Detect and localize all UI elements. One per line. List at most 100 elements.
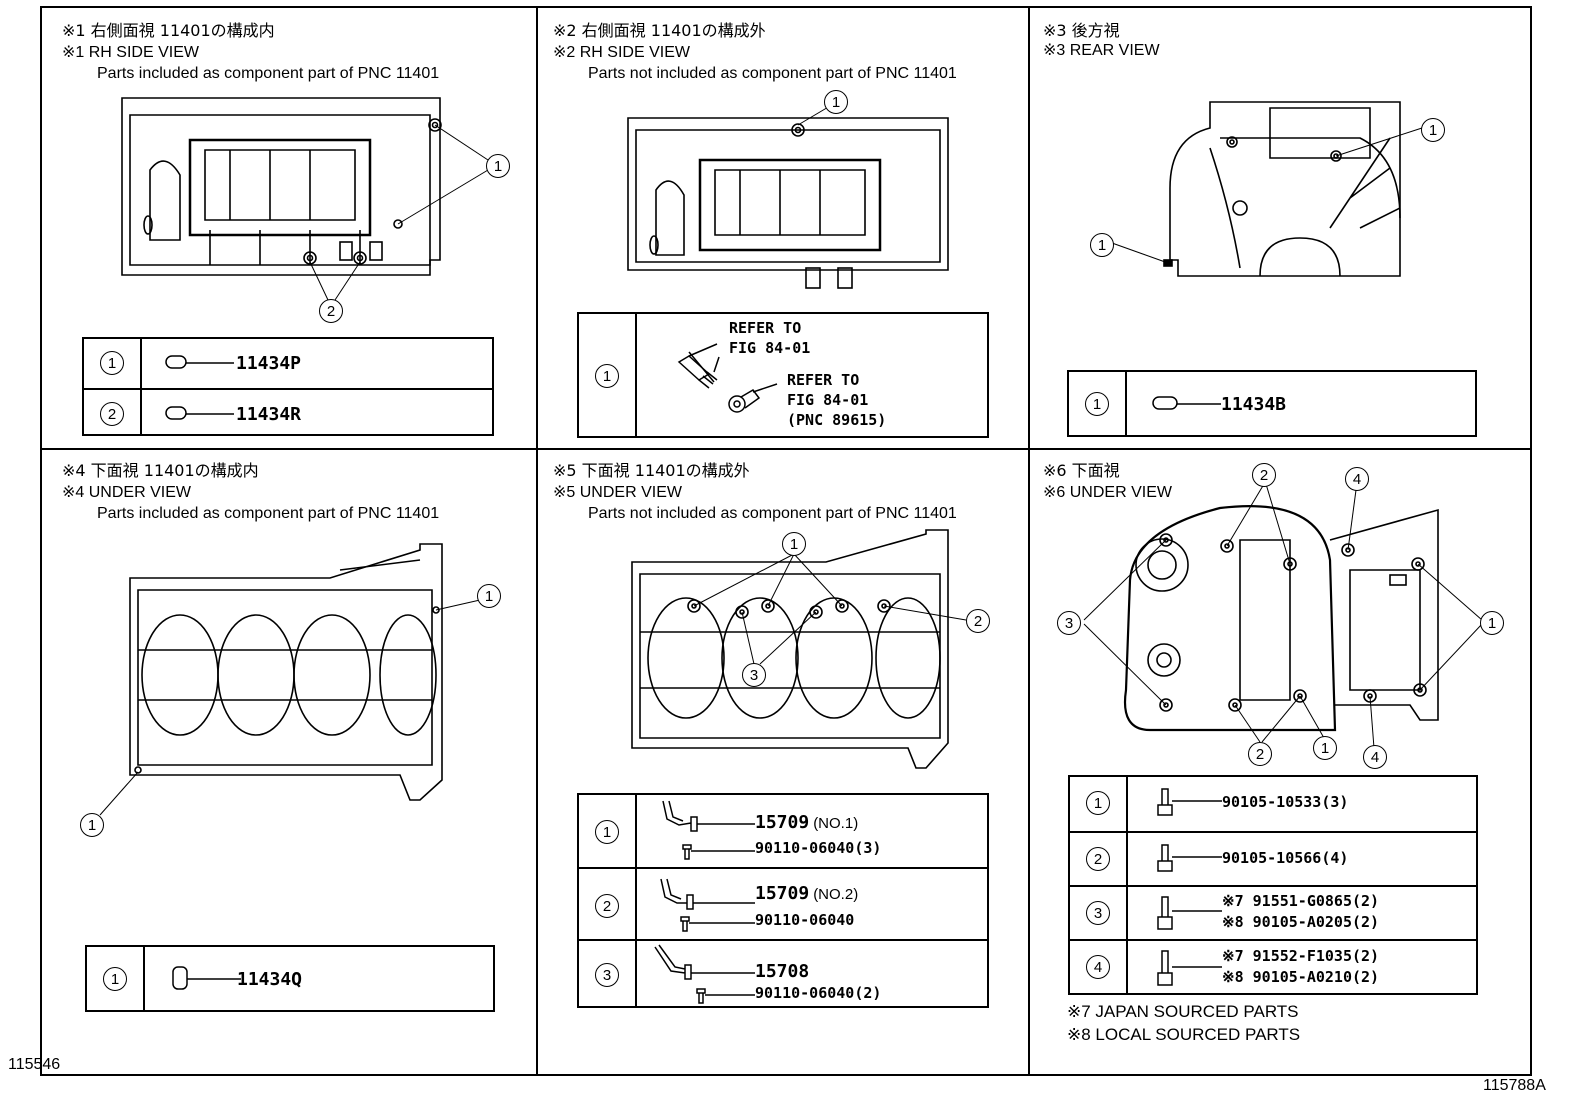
callout-1: 1 (1090, 233, 1114, 257)
table-row: 1 11434Q (87, 947, 493, 1010)
row-number: 1 (1086, 791, 1110, 815)
panel-5-note: Parts not included as component part of … (588, 505, 957, 522)
panel-3-title: ※3 後方視 (1043, 21, 1120, 40)
part-number-japan[interactable]: ※7 91551-G0865(2) (1222, 892, 1380, 910)
panel-6-drawing (1083, 483, 1483, 749)
panel-2-view: ※2 RH SIDE VIEW (553, 44, 690, 61)
sub-part-number[interactable]: 90110-06040(2) (755, 984, 882, 1002)
bolt-sensor-icon (677, 343, 778, 413)
row-number: 3 (595, 963, 619, 987)
callout-2: 2 (966, 609, 990, 633)
sub-part-number[interactable]: 90110-06040 (755, 911, 855, 929)
footnote-japan: ※7 JAPAN SOURCED PARTS (1067, 1002, 1299, 1021)
part-number[interactable]: 11434Q (237, 969, 303, 990)
table-row: 2 15709(NO.2) 90110-06040 (579, 867, 987, 939)
part-number[interactable]: 15708 (755, 961, 810, 982)
panel-4-parts-table: 1 11434Q (85, 945, 495, 1012)
callout-2: 2 (319, 299, 343, 323)
oil-jet-icon (654, 944, 755, 1004)
panel-5-title: ※5 下面視 11401の構成外 (553, 461, 750, 480)
pin-icon (172, 966, 241, 990)
callout-2: 2 (1248, 742, 1272, 766)
bolt-icon (1157, 896, 1222, 930)
row-number: 2 (1086, 847, 1110, 871)
grid-divider (40, 448, 1532, 450)
callout-4: 4 (1363, 745, 1387, 769)
panel-1-note: Parts included as component part of PNC … (97, 65, 440, 82)
oil-jet-icon (662, 800, 755, 860)
bolt-icon (1157, 844, 1222, 872)
part-number[interactable]: 90105-10533(3) (1222, 793, 1349, 811)
panel-1-title: ※1 右側面視 11401の構成内 (62, 21, 275, 40)
table-row: 3 ※7 91551-G0865(2) ※8 90105-A0205(2) (1070, 885, 1476, 939)
callout-1: 1 (1480, 611, 1504, 635)
callout-1: 1 (486, 154, 510, 178)
panel-5-view: ※5 UNDER VIEW (553, 484, 682, 501)
row-number: 1 (595, 364, 619, 388)
panel-6-title: ※6 下面視 (1043, 461, 1120, 480)
panel-6-view: ※6 UNDER VIEW (1043, 484, 1172, 501)
table-row: 4 ※7 91552-F1035(2) ※8 90105-A0210(2) (1070, 939, 1476, 993)
table-row: 1 11434P (84, 339, 492, 388)
panel-5-parts-table: 1 15709(NO.1) 90110-06040(3) 2 15709(NO.… (577, 793, 989, 1008)
footnote-local: ※8 LOCAL SOURCED PARTS (1067, 1025, 1301, 1044)
pin-icon (1152, 396, 1221, 410)
callout-1: 1 (477, 584, 501, 608)
panel-3-view: ※3 REAR VIEW (1043, 42, 1160, 59)
part-number[interactable]: 15709(NO.2) (755, 883, 859, 904)
panel-2-note: Parts not included as component part of … (588, 65, 957, 82)
bolt-icon (1157, 788, 1222, 816)
table-row: 1 90105-10533(3) (1070, 777, 1476, 831)
callout-2: 2 (1252, 463, 1276, 487)
part-number[interactable]: 11434B (1221, 394, 1287, 415)
row-number: 1 (1085, 392, 1109, 416)
panel-4-note: Parts included as component part of PNC … (97, 505, 440, 522)
part-number[interactable]: 15709(NO.1) (755, 812, 859, 833)
callout-1: 1 (824, 90, 848, 114)
panel-4-view: ※4 UNDER VIEW (62, 484, 191, 501)
pin-icon (165, 406, 234, 420)
part-number[interactable]: 11434P (236, 353, 302, 374)
oil-jet-icon (660, 878, 755, 932)
sub-part-number[interactable]: 90110-06040(3) (755, 839, 882, 857)
row-number: 1 (103, 967, 127, 991)
part-number[interactable]: 11434R (236, 404, 302, 425)
diagram-frame (40, 6, 1532, 1076)
grid-divider (1028, 6, 1030, 1076)
panel-1-drawing (121, 97, 489, 301)
part-number-local[interactable]: ※8 90105-A0210(2) (1222, 968, 1380, 986)
callout-1: 1 (1313, 736, 1337, 760)
callout-1: 1 (782, 532, 806, 556)
row-number: 3 (1086, 901, 1110, 925)
panel-6-parts-table: 1 90105-10533(3) 2 90105-10566(4) 3 ※7 9… (1068, 775, 1478, 995)
part-number-japan[interactable]: ※7 91552-F1035(2) (1222, 947, 1380, 965)
callout-3: 3 (742, 663, 766, 687)
panel-5-drawing (631, 529, 967, 769)
callout-3: 3 (1057, 611, 1081, 635)
row-number: 2 (595, 894, 619, 918)
part-number[interactable]: 90105-10566(4) (1222, 849, 1349, 867)
panel-3-parts-table: 1 11434B (1067, 370, 1477, 437)
illustration-code-left: 115546 (8, 1056, 61, 1073)
panel-1-view: ※1 RH SIDE VIEW (62, 44, 199, 61)
grid-divider (536, 6, 538, 1076)
illustration-code-right: 115788A (1483, 1077, 1546, 1094)
panel-2-title: ※2 右側面視 11401の構成外 (553, 21, 766, 40)
callout-1: 1 (1421, 118, 1445, 142)
panel-4-drawing (99, 543, 481, 816)
panel-1-parts-table: 1 11434P 2 11434R (82, 337, 494, 436)
table-row: 1 11434B (1069, 372, 1475, 435)
callout-1: 1 (80, 813, 104, 837)
table-row: 2 90105-10566(4) (1070, 831, 1476, 885)
row-number: 1 (100, 351, 124, 375)
pin-icon (165, 355, 234, 369)
panel-2-drawing (627, 105, 949, 289)
panel-3-drawing (1111, 101, 1423, 277)
table-row: 3 15708 90110-06040(2) (579, 939, 987, 1006)
row-number: 4 (1086, 955, 1110, 979)
table-row: 1 15709(NO.1) 90110-06040(3) (579, 795, 987, 867)
part-number-local[interactable]: ※8 90105-A0205(2) (1222, 913, 1380, 931)
